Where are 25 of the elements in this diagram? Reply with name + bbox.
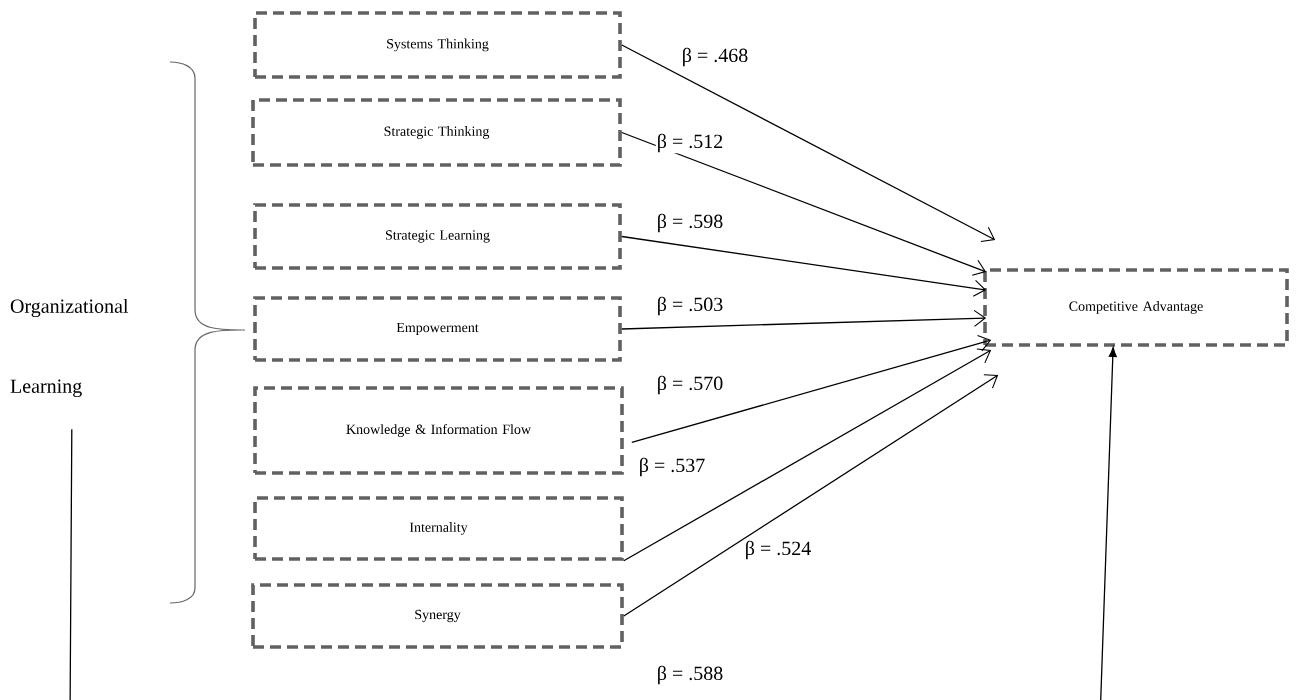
variable-box: Strategic Learning: [253, 203, 622, 270]
edge-label: β = .468: [680, 46, 750, 68]
arrow: [621, 44, 996, 243]
variable-box: Empowerment: [253, 296, 622, 362]
edge-label: β = .570: [655, 374, 725, 396]
edge-label: β = .588: [655, 664, 725, 686]
edge-label: β = .512: [655, 132, 725, 154]
edge-label: β = .537: [637, 456, 707, 478]
arrow: [69, 347, 1117, 700]
variable-box: Competitive Advantage: [983, 268, 1289, 347]
variable-box: Synergy: [251, 583, 624, 649]
edge-label: β = .598: [655, 212, 725, 234]
arrow: [621, 131, 987, 276]
arrow: [631, 335, 992, 444]
variable-box: Internality: [253, 496, 624, 561]
arrow: [621, 309, 987, 330]
edge-label: β = .503: [655, 295, 725, 317]
arrow: [623, 348, 992, 562]
arrow: [623, 374, 999, 617]
arrow: [621, 235, 987, 297]
edge-label: β = .524: [743, 539, 813, 561]
variable-box: Knowledge & Information Flow: [253, 386, 624, 475]
variable-box: Systems Thinking: [253, 11, 622, 79]
construct-label: Organizational Learning: [10, 298, 129, 398]
variable-box: Strategic Thinking: [251, 98, 622, 167]
